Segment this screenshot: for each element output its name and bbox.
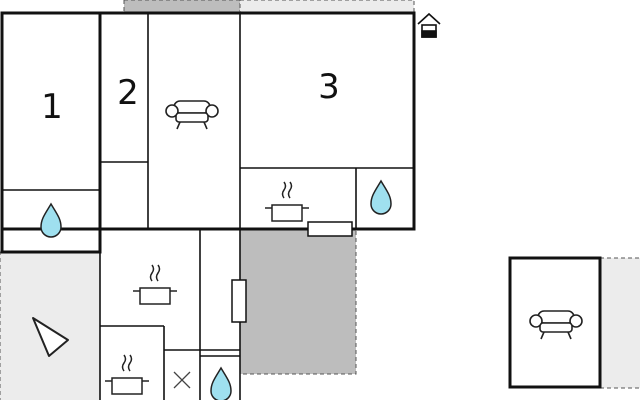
- house-entrance-icon: [417, 12, 441, 38]
- cooking-pot-icon: [133, 264, 177, 305]
- main-house-walls: [0, 11, 416, 254]
- window: [307, 221, 353, 237]
- water-drop-icon: [40, 202, 62, 238]
- cooking-pot-icon: [105, 354, 149, 395]
- annex-outdoor: [599, 257, 640, 389]
- top-terrace-gray: [123, 0, 241, 13]
- window: [231, 279, 247, 323]
- room-label-1: 1: [41, 87, 63, 127]
- top-terrace-light: [239, 0, 415, 13]
- interior-walls: [2, 13, 414, 400]
- water-drop-icon: [370, 179, 392, 215]
- annex-walls: [508, 256, 602, 389]
- terrace: [239, 227, 357, 375]
- room-label-2: 2: [117, 73, 139, 113]
- left-outdoor-area: [0, 251, 101, 400]
- sofa-icon: [529, 310, 583, 340]
- room-label-3: 3: [318, 67, 340, 107]
- water-drop-icon: [210, 366, 232, 400]
- cooking-pot-icon: [265, 181, 309, 222]
- cross-icon: [173, 371, 191, 389]
- direction-arrow-icon: [32, 317, 69, 357]
- sofa-icon: [165, 100, 219, 130]
